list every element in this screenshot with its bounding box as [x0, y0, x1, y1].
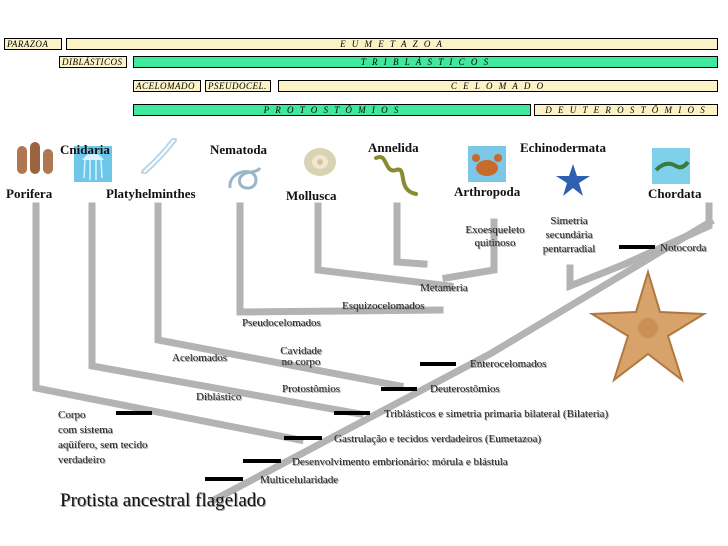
- tick-notocorda: [619, 245, 655, 249]
- crab-icon: [468, 146, 506, 182]
- bar-protostomios: P R O T O S T Ô M I O S: [133, 104, 531, 116]
- label-triblasticos: Triblásticos e simetria primaria bilater…: [384, 408, 609, 420]
- main-trunk: [209, 217, 715, 505]
- jellyfish-icon: [74, 146, 112, 182]
- group-arthropoda: Arthropoda: [454, 184, 521, 199]
- tick-multicelularidade: [205, 477, 243, 481]
- label-metameria: Metameria: [420, 282, 468, 294]
- branch-annelida: [393, 202, 428, 268]
- group-platyhelminthes: Platyhelminthes: [106, 186, 196, 201]
- tick-deuterostomios: [381, 387, 417, 391]
- earthworm-icon: [374, 155, 418, 196]
- branch-platyhelminthes: [154, 202, 405, 391]
- group-echinodermata: Echinodermata: [520, 140, 606, 155]
- lizard-icon: [652, 148, 690, 184]
- label-enterocelomados: Enterocelomados: [470, 358, 547, 370]
- bar-deuterostomios: D E U T E R O S T Ô M I O S: [534, 104, 718, 116]
- bar-celomado: C E L O M A D O: [278, 80, 718, 92]
- group-nematoda: Nematoda: [210, 142, 268, 157]
- branch-arthropoda: [441, 218, 498, 283]
- bar-triblasticos: T R I B L Á S T I C O S: [133, 56, 718, 68]
- branch-echinodermata: [566, 259, 630, 292]
- group-chordata: Chordata: [648, 186, 702, 201]
- tick-corpo: [116, 411, 152, 415]
- label-deuterostomios: Deuterostômios: [430, 383, 500, 395]
- branch-cnidaria: [88, 202, 365, 419]
- bar-eumetazoa: E U M E T A Z O A: [66, 38, 718, 50]
- tick-gastrulacao: [284, 436, 322, 440]
- label-gastrulacao: Gastrulação e tecidos verdadeiros (Eumet…: [334, 433, 542, 445]
- starfish-icon: [556, 164, 590, 196]
- group-cnidaria: Cnidaria: [60, 142, 110, 157]
- roundworm-icon: [228, 166, 262, 190]
- sponge-icon: [17, 142, 53, 174]
- bar-parazoa: PARAZOA: [4, 38, 62, 50]
- label-acelomados: Acelomados: [172, 352, 227, 364]
- snail-icon: [304, 148, 336, 176]
- group-annelida: Annelida: [368, 140, 419, 155]
- label-protostomios: Protostômios: [282, 383, 341, 395]
- tick-desenvolvimento: [243, 459, 281, 463]
- label-diblastico: Diblástico: [196, 391, 242, 403]
- tick-enterocelomados: [420, 362, 456, 366]
- starfish-photo: [588, 268, 708, 383]
- branch-chordata: [620, 202, 713, 269]
- label-pseudocelomados: Pseudocelomados: [242, 317, 321, 329]
- bar-pseudocel: PSEUDOCEL.: [205, 80, 271, 92]
- label-multicelularidade: Multicelularidade: [260, 474, 339, 486]
- label-esquizocelomados: Esquizocelomados: [342, 300, 425, 312]
- label-notocorda: Notocorda: [660, 242, 707, 254]
- label-protista: Protista ancestral flagelado: [60, 490, 266, 511]
- branch-nematoda: [236, 202, 444, 316]
- group-porifera: Porifera: [6, 186, 53, 201]
- bar-acelomado: ACELOMADO: [133, 80, 201, 92]
- bar-diblasticos: DIBLÁSTICOS: [59, 56, 127, 68]
- label-desenvolvimento: Desenvolvimento embrionário: mórula e bl…: [292, 456, 508, 468]
- flatworm-icon: [141, 138, 177, 174]
- tick-triblasticos: [334, 411, 370, 415]
- branch-porifera: [32, 202, 305, 445]
- group-mollusca: Mollusca: [286, 188, 337, 203]
- branch-mollusca: [314, 202, 454, 290]
